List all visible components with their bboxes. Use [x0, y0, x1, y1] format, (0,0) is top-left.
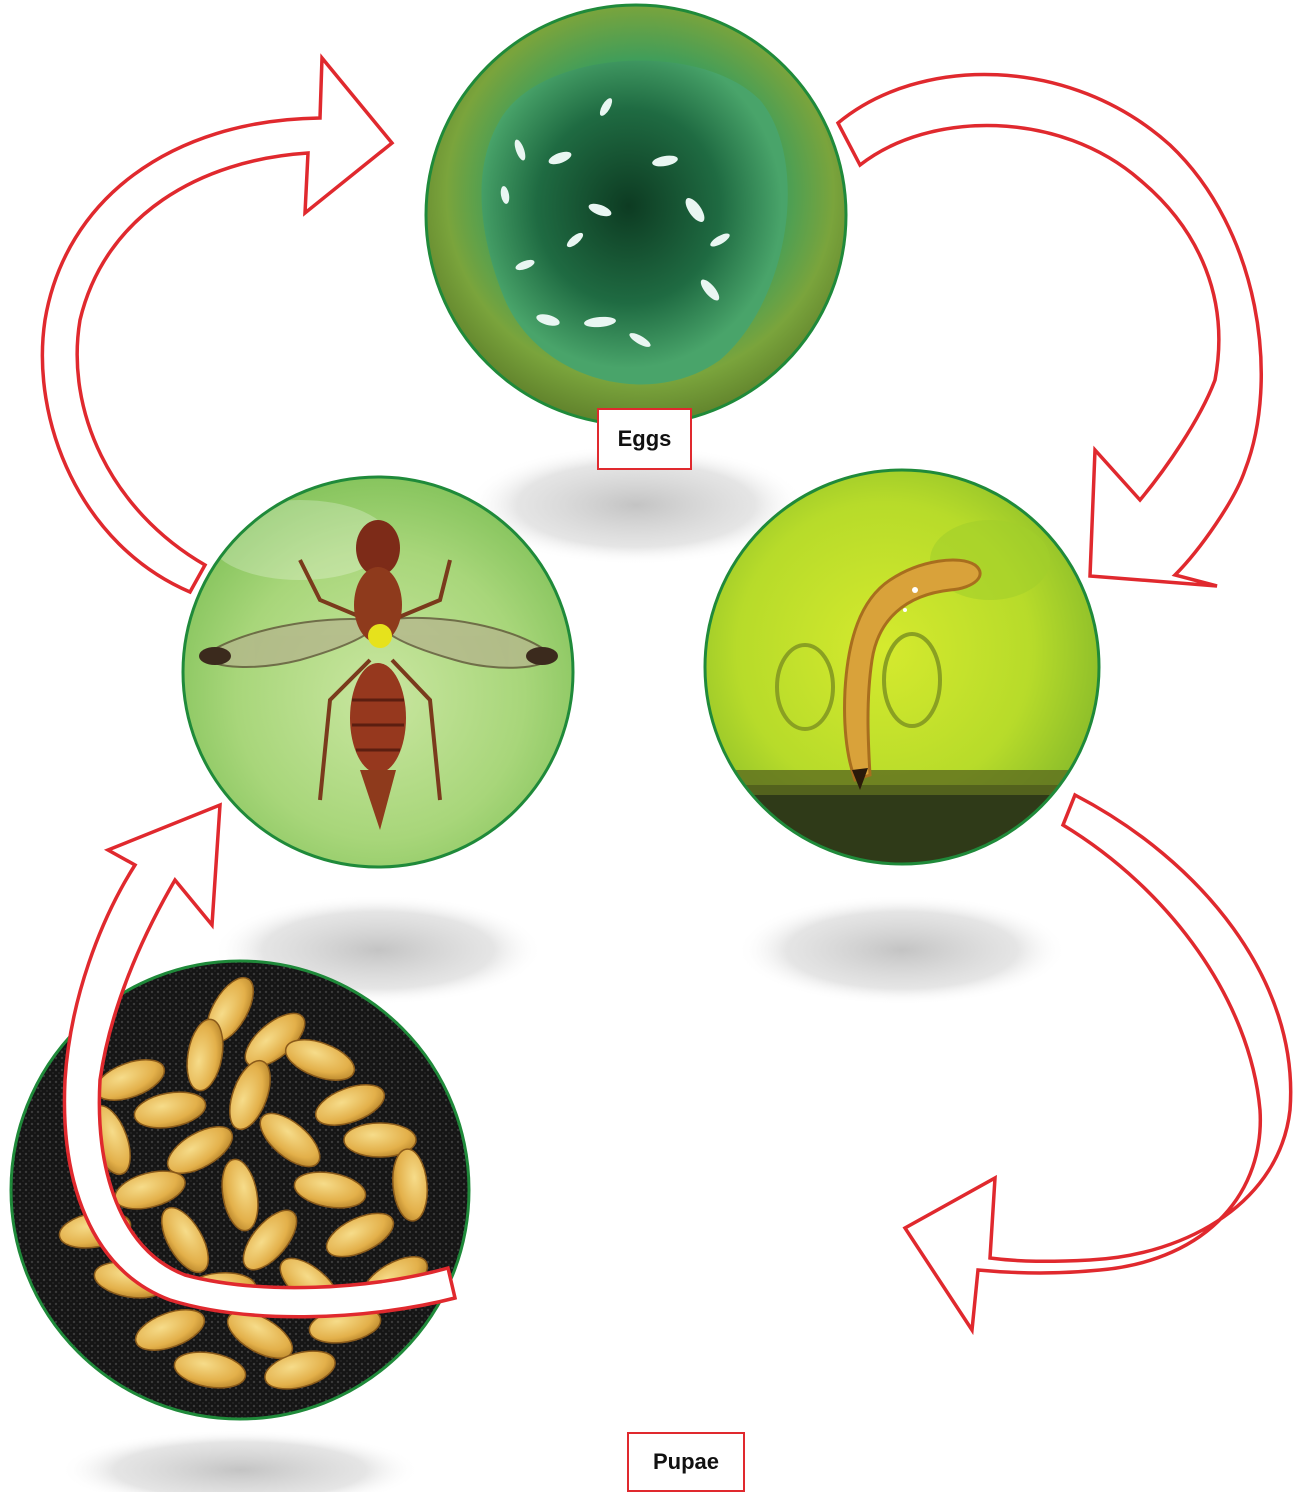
pupae-shadow — [60, 1430, 420, 1492]
eggs-photo — [420, 0, 860, 430]
arrow-larva-to-pupae — [905, 795, 1291, 1330]
larva-shadow — [737, 895, 1067, 1005]
label-pupae: Pupae — [627, 1432, 745, 1492]
label-eggs: Eggs — [597, 408, 692, 470]
